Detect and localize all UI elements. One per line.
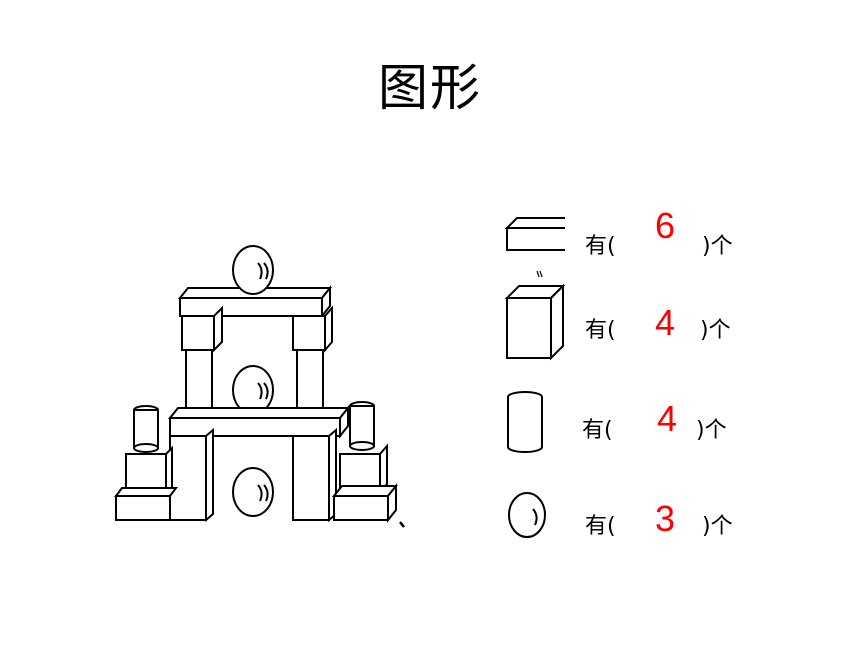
middle-sphere	[232, 365, 274, 415]
upper-right-cylinder	[296, 349, 324, 417]
sphere-icon	[508, 492, 546, 538]
middle-beam-cuboid	[167, 405, 351, 439]
left-pillar-cuboid	[169, 427, 214, 523]
row-3-suffix: )个	[696, 418, 727, 443]
row-1-prefix: 有(	[585, 234, 616, 259]
block-castle-illustration	[114, 245, 405, 528]
row-1-suffix: )个	[702, 234, 733, 259]
cube-icon	[504, 270, 565, 361]
upper-left-cylinder	[185, 349, 213, 417]
right-cylinder	[349, 401, 375, 451]
cylinder-icon	[507, 391, 543, 453]
row-2-count: 4	[655, 302, 676, 343]
right-pillar-cuboid	[292, 427, 337, 523]
row-2-prefix: 有(	[585, 318, 616, 343]
row-2-suffix: )个	[700, 318, 731, 343]
row-4-suffix: )个	[702, 514, 733, 539]
row-4-prefix: 有(	[585, 514, 616, 539]
row-3-count: 4	[657, 398, 678, 439]
left-base-cuboid	[114, 487, 178, 521]
top-sphere	[232, 245, 274, 295]
bottom-sphere	[232, 467, 274, 517]
right-base-cuboid	[331, 483, 399, 523]
row-4-count: 3	[655, 498, 676, 539]
row-3-prefix: 有(	[582, 418, 613, 443]
upper-left-cube	[181, 305, 223, 353]
page-title: 图形	[378, 59, 482, 117]
left-cylinder	[133, 405, 159, 453]
row-1-count: 6	[655, 205, 676, 246]
top-beam-cuboid	[177, 285, 333, 319]
cuboid-icon	[504, 217, 565, 251]
shape-legend	[504, 217, 565, 538]
